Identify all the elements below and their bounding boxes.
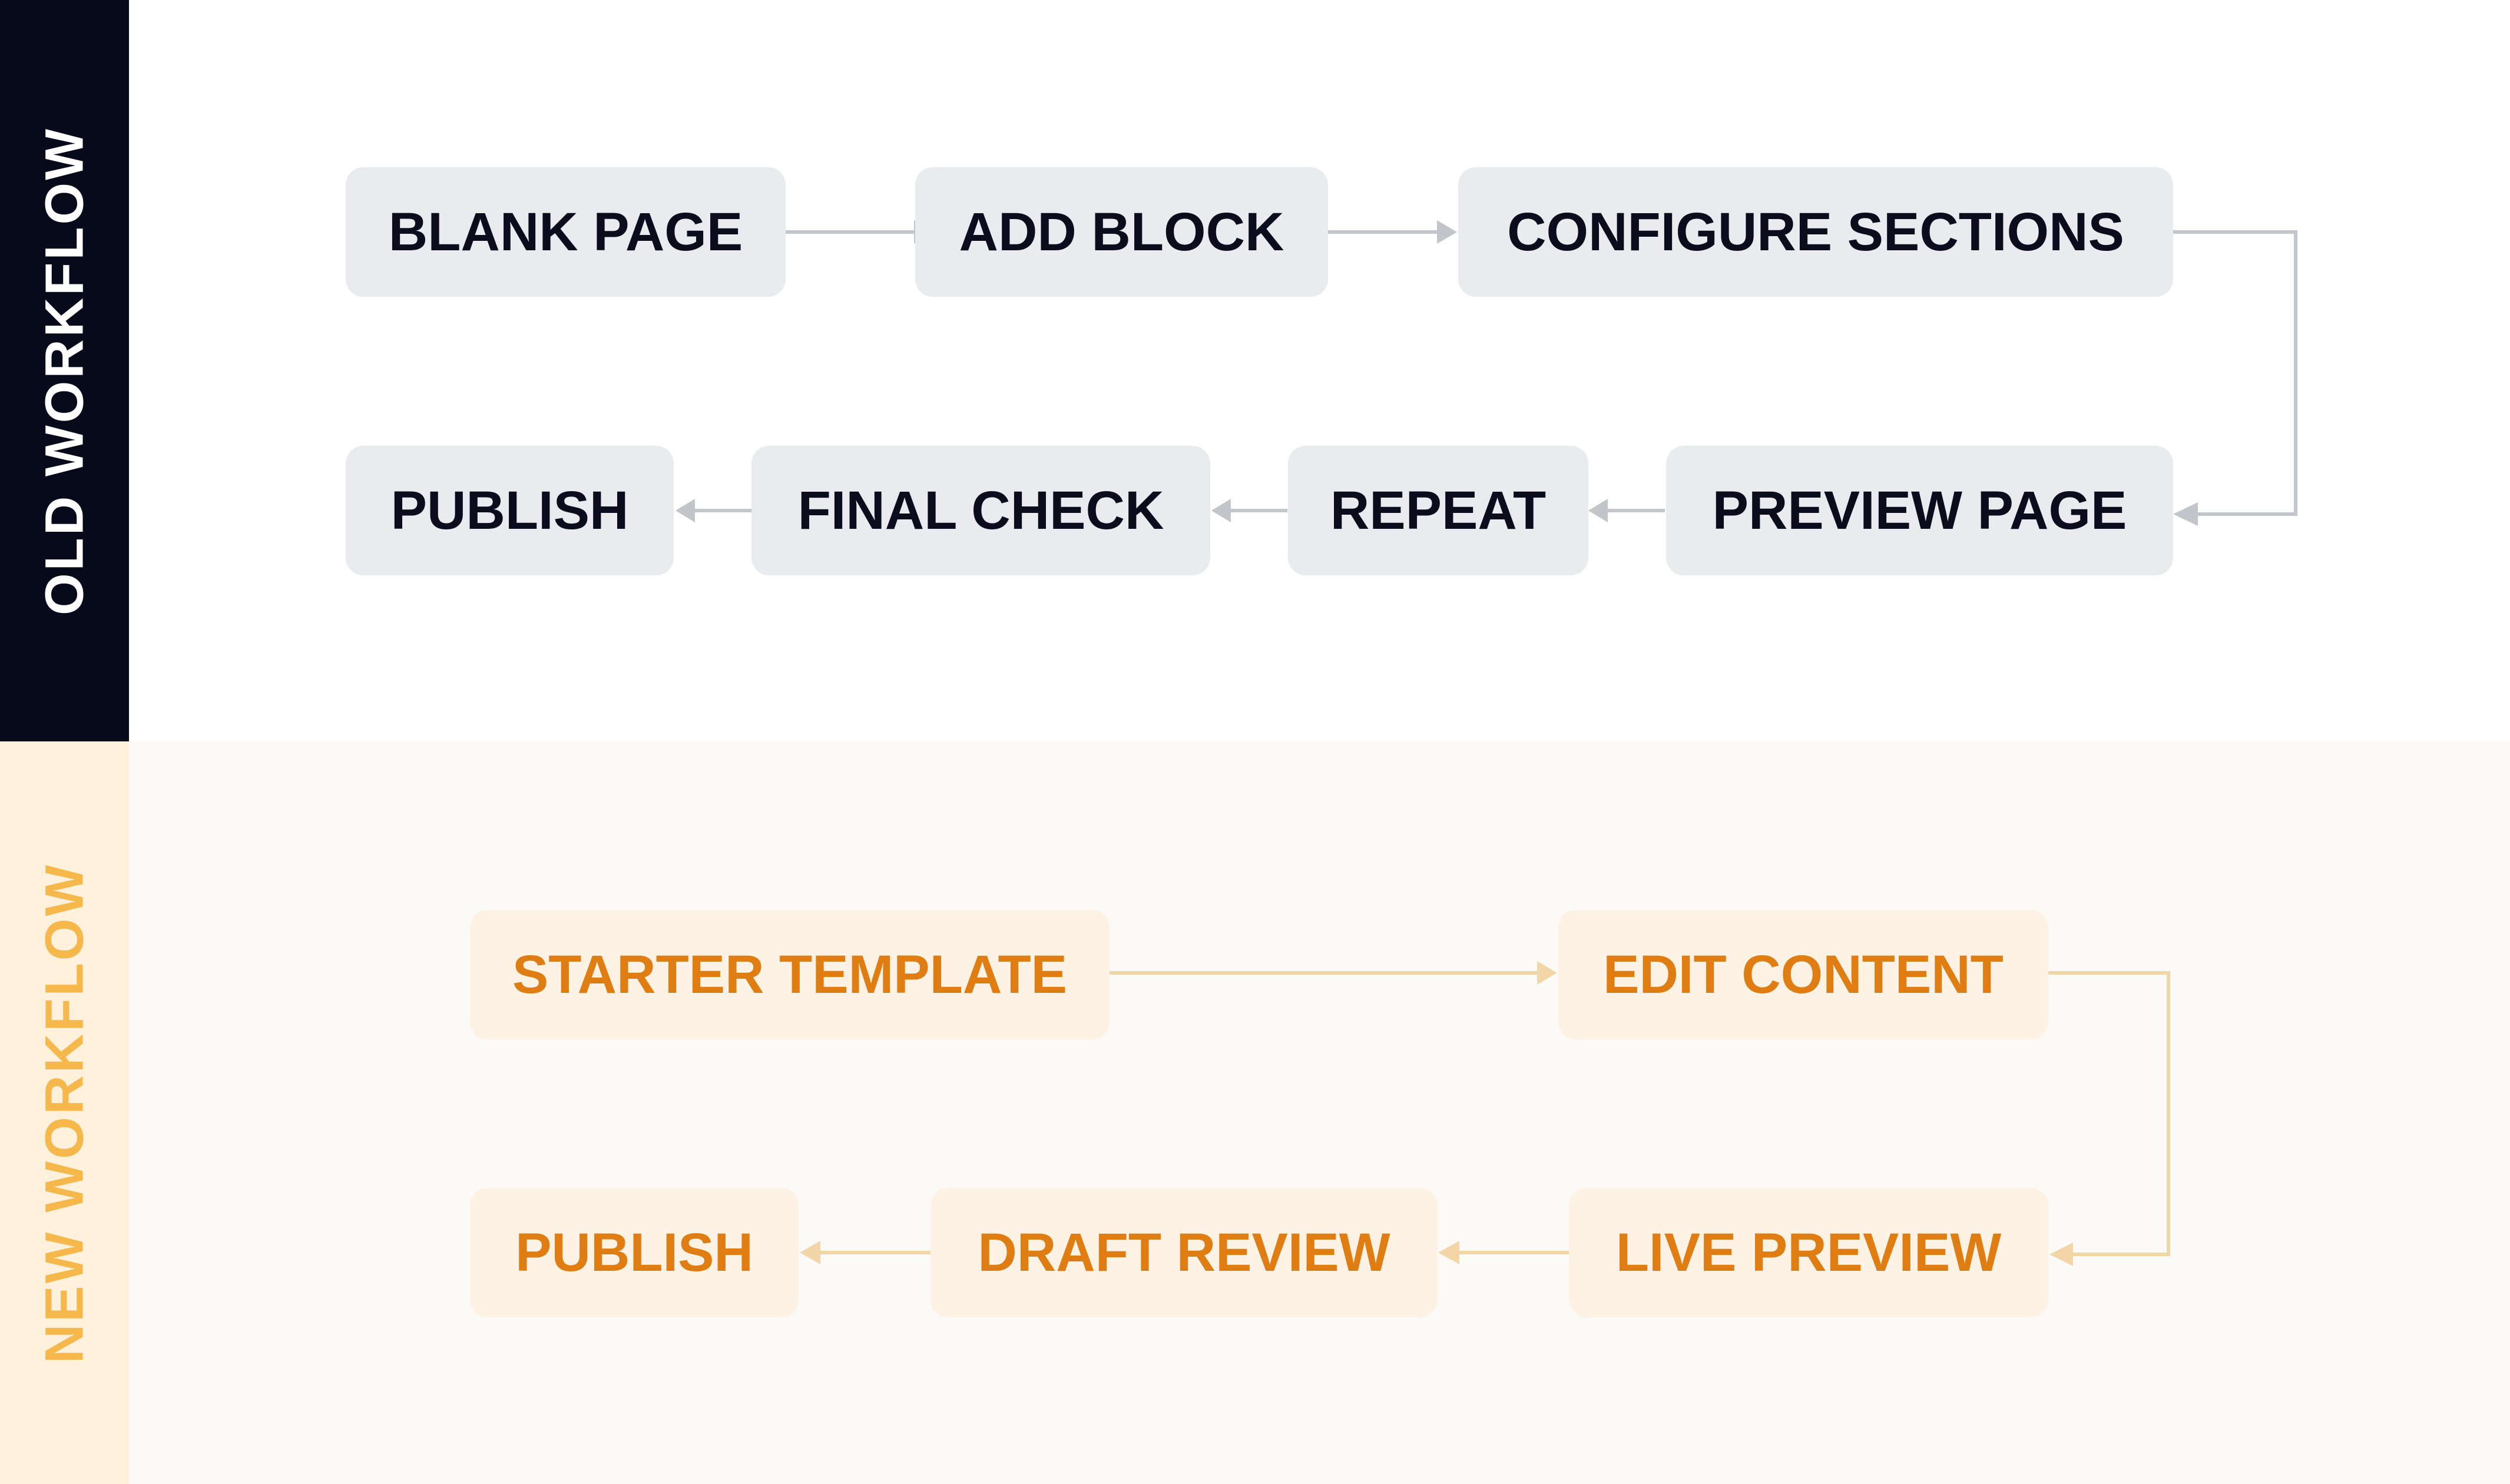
connector-preview-to-repeat-head [1588, 499, 1608, 522]
old-step-preview-page: PREVIEW PAGE [1666, 446, 2173, 575]
old-workflow-band: OLD WORKFLOW [0, 0, 129, 741]
new-step-live-preview: LIVE PREVIEW [1569, 1188, 2048, 1317]
connector-final-to-publish-head [675, 499, 695, 522]
connector-draft-to-publish-head [800, 1241, 820, 1264]
new-step-publish: PUBLISH [470, 1188, 799, 1317]
connector-repeat-to-final-head [1211, 499, 1231, 522]
old-step-blank-page: BLANK PAGE [346, 167, 786, 297]
connector-live-to-draft-head [1438, 1241, 1459, 1264]
new-workflow-connectors [800, 961, 2170, 1266]
new-workflow-band: NEW WORKFLOW [0, 741, 129, 1484]
new-workflow-diagram: STARTER TEMPLATE EDIT CONTENT LIVE PREVI… [0, 741, 2510, 1484]
new-step-draft-review: DRAFT REVIEW [931, 1188, 1438, 1317]
old-workflow-connectors [675, 220, 2297, 526]
connector-add-to-configure-head [1437, 220, 1457, 244]
old-step-repeat: REPEAT [1288, 446, 1588, 575]
connector-edit-to-live-head [2049, 1243, 2073, 1266]
old-step-publish: PUBLISH [346, 446, 674, 575]
connector-configure-to-preview [2173, 230, 2297, 516]
connector-configure-to-preview-head [2173, 502, 2198, 526]
old-step-configure-sections: CONFIGURE SECTIONS [1458, 167, 2173, 297]
new-workflow-section: NEW WORKFLOW STARTER TEMPLATE EDIT CONTE… [0, 741, 2510, 1484]
new-step-edit-content: EDIT CONTENT [1558, 910, 2048, 1039]
old-workflow-section: OLD WORKFLOW [0, 0, 2510, 741]
connector-starter-to-edit-head [1537, 961, 1557, 985]
old-step-final-check: FINAL CHECK [751, 446, 1210, 575]
new-step-starter-template: STARTER TEMPLATE [470, 910, 1110, 1039]
old-step-add-block: ADD BLOCK [915, 167, 1328, 297]
old-workflow-diagram: BLANK PAGE ADD BLOCK CONFIGURE SECTIONS … [0, 0, 2510, 741]
connector-edit-to-live [2048, 971, 2170, 1256]
